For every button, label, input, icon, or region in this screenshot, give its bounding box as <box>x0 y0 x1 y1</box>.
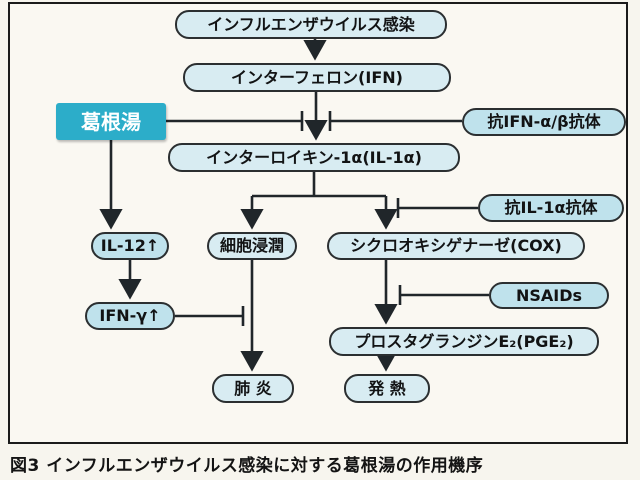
node-nsaids: NSAIDs <box>489 282 609 309</box>
node-interleukin-1a: インターロイキン-1α(IL-1α) <box>168 143 460 172</box>
node-cyclooxygenase: シクロオキシゲナーゼ(COX) <box>327 232 585 260</box>
node-kakkonto: 葛根湯 <box>56 103 166 140</box>
node-influenza-infection: インフルエンザウイルス感染 <box>175 10 447 39</box>
node-anti-ifn-antibody: 抗IFN-α/β抗体 <box>462 108 626 136</box>
node-prostaglandin-e2: プロスタグランジンE₂(PGE₂) <box>329 327 599 356</box>
node-fever: 発 熱 <box>344 374 430 403</box>
node-pneumonia: 肺 炎 <box>212 374 294 403</box>
node-anti-il1a-antibody: 抗IL-1α抗体 <box>478 194 624 222</box>
figure-caption: 図3 インフルエンザウイルス感染に対する葛根湯の作用機序 <box>10 456 484 476</box>
node-cell-infiltration: 細胞浸潤 <box>207 232 297 260</box>
node-il12-up: IL-12↑ <box>91 232 169 260</box>
node-ifn-gamma-up: IFN-γ↑ <box>85 302 175 330</box>
node-interferon: インターフェロン(IFN) <box>183 63 451 92</box>
